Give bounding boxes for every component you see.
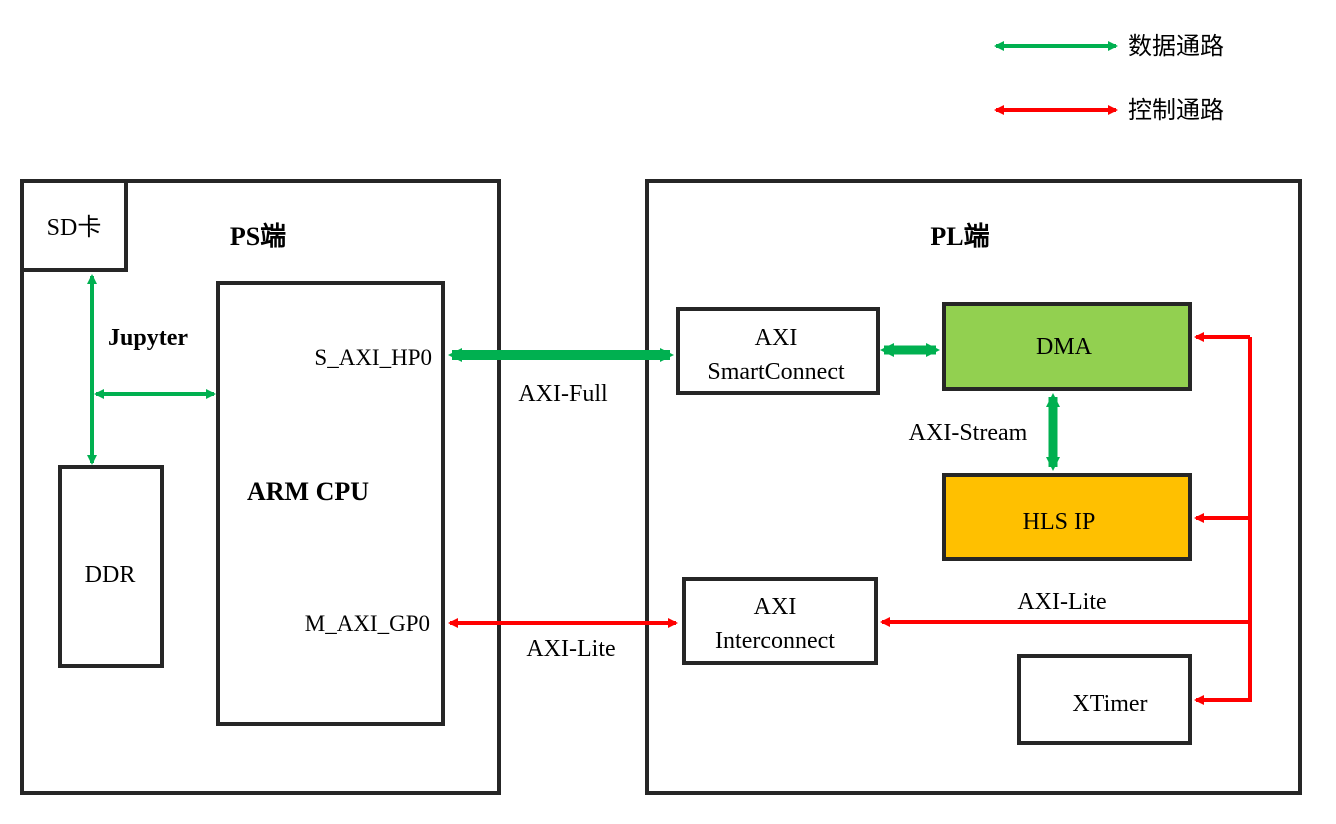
jupyter-label: Jupyter: [108, 325, 188, 351]
legend: 数据通路 控制通路: [994, 33, 1224, 124]
legend-control-path-label: 控制通路: [1128, 97, 1224, 124]
interconnect-label-line2: Interconnect: [715, 628, 835, 654]
dma-label: DMA: [1036, 334, 1093, 360]
interconnect-label-line1: AXI: [754, 594, 797, 620]
ps-title: PS端: [230, 222, 286, 251]
dma-box: [942, 302, 1192, 391]
ps-pl-links: AXI-Full AXI-Lite: [448, 348, 678, 662]
axi-lite-pl-label: AXI-Lite: [1017, 589, 1106, 615]
xtimer-label: XTimer: [1072, 691, 1147, 717]
legend-data-path-label: 数据通路: [1128, 33, 1224, 60]
pl-title: PL端: [930, 222, 989, 251]
smartconnect-label-line1: AXI: [755, 325, 798, 351]
ps-block: PS端 SD卡 DDR ARM CPU S_AXI_HP0 M_AXI_GP0 …: [20, 179, 501, 795]
s-axi-hp0-label: S_AXI_HP0: [314, 345, 432, 370]
arm-cpu-box: [216, 281, 445, 726]
arm-cpu-label: ARM CPU: [247, 477, 369, 506]
ddr-label: DDR: [85, 562, 136, 588]
hls-ip-box: [942, 473, 1192, 561]
interconnect-box: [682, 577, 878, 665]
pl-block: PL端 AXI SmartConnect DMA HLS IP AXI Inte…: [645, 179, 1302, 795]
ddr-box: [58, 465, 164, 668]
m-axi-gp0-label: M_AXI_GP0: [305, 611, 430, 636]
hls-ip-label: HLS IP: [1023, 509, 1096, 535]
axi-lite-ps-label: AXI-Lite: [526, 636, 615, 662]
smartconnect-box: [676, 307, 880, 395]
ps-frame: [20, 179, 501, 795]
sd-card-box: [20, 179, 128, 272]
pl-frame: [645, 179, 1302, 795]
axi-full-label: AXI-Full: [518, 381, 608, 407]
axi-stream-label: AXI-Stream: [909, 420, 1028, 446]
xtimer-box: [1017, 654, 1192, 745]
smartconnect-label-line2: SmartConnect: [707, 359, 845, 385]
sd-card-label: SD卡: [47, 214, 102, 241]
